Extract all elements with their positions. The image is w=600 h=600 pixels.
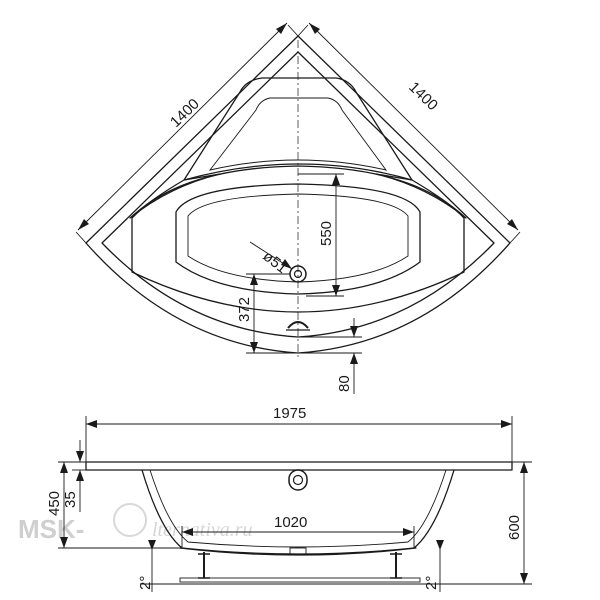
- dim-arrow-1975-2: [501, 420, 512, 428]
- watermark-text-right: lternativa.ru: [152, 519, 253, 541]
- basin-outer: [131, 165, 465, 313]
- side-b-label: 1400: [405, 79, 441, 114]
- drain-leader-arrow: [281, 259, 292, 269]
- dim-arrow-1020-2: [403, 528, 414, 536]
- dim-arrow-1020-1: [182, 528, 193, 536]
- dim-arrow-side-b-2: [507, 219, 518, 230]
- overflow-icon: [286, 321, 310, 331]
- dim-arrow-550-1: [332, 174, 340, 185]
- seat-area-outer: [183, 77, 413, 181]
- dim-arrow-80-2: [350, 353, 358, 364]
- dim-arrow-side-a-2: [276, 23, 287, 34]
- inner-length-label: 1020: [274, 514, 307, 531]
- bath-outer-contour: [85, 35, 511, 354]
- bath-rim-line: [101, 51, 495, 338]
- side-view: 1975 1020 600 450 35 2°: [46, 405, 532, 592]
- leg-right-icon: [390, 552, 402, 579]
- depth-label: 450: [46, 491, 63, 516]
- leg-left-icon: [198, 552, 210, 579]
- basin-bottom-outer: [175, 183, 421, 295]
- overflow-fitting-icon: [288, 469, 308, 491]
- frame-base: [179, 577, 421, 583]
- bath-rim: [85, 461, 513, 471]
- dim-line-side-a: [77, 22, 288, 231]
- dim-arrow-side-b-1: [309, 23, 320, 34]
- watermark-text-left: MSK-: [18, 514, 84, 544]
- slope-right-arrow: [436, 540, 444, 550]
- front-offset-label: 80: [336, 375, 353, 392]
- total-height-label: 600: [506, 515, 523, 540]
- dim-arrow-35-1: [76, 451, 84, 462]
- slope-left-arrow: [148, 540, 156, 550]
- overflow-offset-label: 372: [236, 297, 253, 322]
- dim-arrow-1975-1: [86, 420, 97, 428]
- seat-area-inner: [208, 97, 388, 171]
- dim-arrow-450-1: [60, 462, 68, 473]
- dim-arrow-600-2: [520, 573, 528, 584]
- ext-line-left-a: [75, 231, 87, 244]
- drain-diameter-label: ø51: [260, 248, 291, 277]
- watermark: MSK- lternativa.ru: [18, 503, 253, 544]
- side-a-label: 1400: [167, 95, 203, 130]
- slope-left-label: 2°: [137, 576, 154, 590]
- slope-right-label: 2°: [423, 576, 440, 590]
- bath-bottom: [179, 547, 417, 556]
- ext-line-right-b: [297, 24, 309, 37]
- bath-body: [141, 469, 455, 555]
- dim-arrow-80-1: [350, 326, 358, 337]
- bath-body-inner: [149, 469, 447, 548]
- basin-bottom-inner: [187, 193, 409, 283]
- rim-thickness-label: 35: [62, 491, 79, 508]
- side-ledge-right: [375, 173, 467, 219]
- top-view: ø51 1400 1400 550 372: [75, 22, 521, 394]
- dim-line-side-b: [308, 22, 519, 231]
- ext-line-right-a: [509, 231, 521, 244]
- drain-to-front-label: 550: [318, 221, 335, 246]
- dim-arrow-372-2: [250, 342, 258, 353]
- drain-fitting-icon: [289, 547, 307, 555]
- dim-arrow-side-a-1: [78, 219, 89, 230]
- overall-length-label: 1975: [273, 405, 306, 422]
- dim-arrow-450-2: [60, 537, 68, 548]
- watermark-logo-icon: [113, 503, 147, 537]
- ext-line-left-b: [287, 24, 299, 37]
- dim-arrow-372-1: [250, 274, 258, 285]
- dim-arrow-35-2: [76, 470, 84, 481]
- dim-arrow-550-2: [332, 285, 340, 296]
- side-ledge-left: [129, 173, 221, 219]
- dim-arrow-600-1: [520, 462, 528, 473]
